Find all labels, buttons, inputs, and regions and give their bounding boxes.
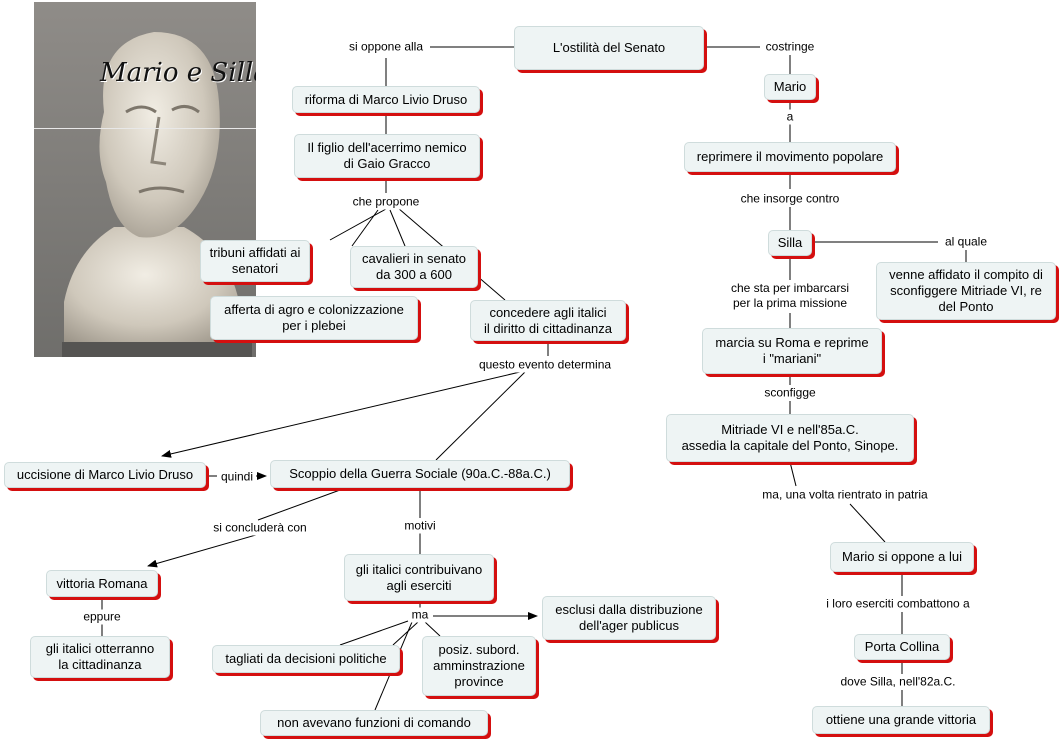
link-label-questo-evento: questo evento determina [476,357,614,373]
image-seam [34,128,256,129]
link-label-quindi: quindi [218,469,256,485]
link-label-ma-una-volta: ma, una volta rientrato in patria [760,487,930,503]
link-label-dove-silla: dove Silla, nell'82a.C. [838,674,958,690]
node-porta-collina[interactable]: Porta Collina [854,634,950,660]
node-italici-contribuivano[interactable]: gli italici contribuivano agli eserciti [344,554,494,601]
node-afferta-agro[interactable]: afferta di agro e colonizzazione per i p… [210,296,418,340]
node-venne-affidato[interactable]: venne affidato il compito di sconfiggere… [876,262,1056,320]
node-uccisione-druso[interactable]: uccisione di Marco Livio Druso [4,462,206,488]
portrait-title: Mario e Silla [100,58,256,88]
node-figlio-nemico[interactable]: Il figlio dell'acerrimo nemico di Gaio G… [294,134,480,178]
node-reprimere[interactable]: reprimere il movimento popolare [684,142,896,172]
link-label-che-insorge: che insorge contro [738,191,842,207]
node-grande-vittoria[interactable]: ottiene una grande vittoria [812,706,990,734]
bust-illustration [34,2,256,357]
node-silla[interactable]: Silla [768,230,812,256]
link-label-ma: ma [409,607,431,623]
node-vittoria-romana[interactable]: vittoria Romana [46,570,158,597]
node-italici-otterranno[interactable]: gli italici otterranno la cittadinanza [30,636,170,678]
link-label-al-quale: al quale [942,234,990,250]
link-label-si-oppone: si oppone alla [346,39,426,55]
node-concedere-cittadinanza[interactable]: concedere agli italici il diritto di cit… [470,300,626,341]
link-label-sconfigge: sconfigge [762,385,818,401]
link-label-eppure: eppure [81,609,123,625]
node-tribuni[interactable]: tribuni affidati ai senatori [200,240,310,282]
node-esclusi-ager[interactable]: esclusi dalla distribuzione dell'ager pu… [542,596,716,640]
node-mario[interactable]: Mario [764,74,816,100]
node-posiz-subord[interactable]: posiz. subord. amminstrazione province [422,636,536,696]
link-label-motivi: motivi [402,518,438,534]
link-label-si-concludera: si concluderà con [211,520,309,536]
link-label-i-loro-eserciti: i loro eserciti combattono a [824,596,972,612]
link-label-che-sta: che sta per imbarcarsi per la prima miss… [728,281,852,311]
node-riforma-druso[interactable]: riforma di Marco Livio Druso [292,86,480,113]
link-label-costringe: costringe [763,39,817,55]
node-mitriade-sinope[interactable]: Mitriade VI e nell'85a.C. assedia la cap… [666,414,914,462]
link-label-che-propone: che propone [350,194,422,210]
node-scoppio-guerra-sociale[interactable]: Scoppio della Guerra Sociale (90a.C.-88a… [270,460,570,488]
link-label-a: a [784,109,796,125]
node-marcia-roma[interactable]: marcia su Roma e reprime i "mariani" [702,328,882,374]
node-ostilita-senato[interactable]: L'ostilità del Senato [514,26,704,70]
node-cavalieri[interactable]: cavalieri in senato da 300 a 600 [350,246,478,288]
node-tagliati-decisioni[interactable]: tagliati da decisioni politiche [212,645,400,673]
node-non-avevano-comando[interactable]: non avevano funzioni di comando [260,710,488,736]
node-mario-si-oppone[interactable]: Mario si oppone a lui [830,542,974,572]
